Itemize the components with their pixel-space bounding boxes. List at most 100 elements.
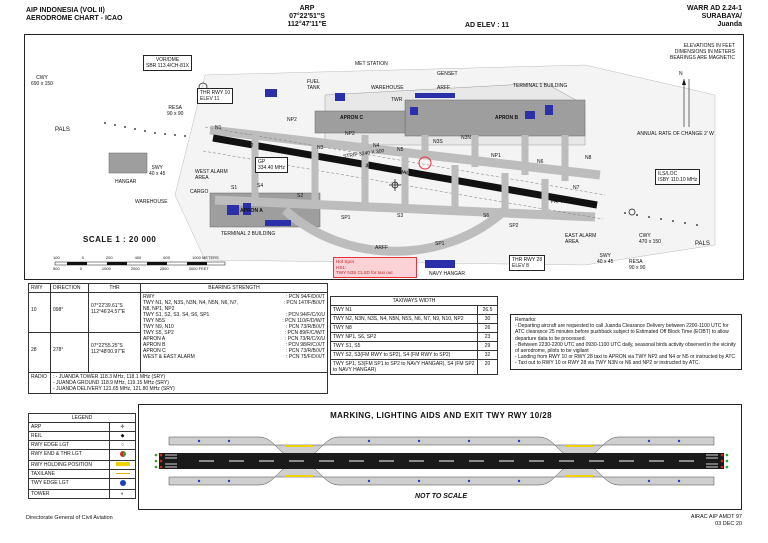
arp-title: ARP bbox=[299, 5, 315, 12]
rwy10-dir: 098° bbox=[50, 292, 89, 333]
twy-width: 30 bbox=[477, 314, 498, 324]
rwy28-thr: 07°22'55.25"S 112°48'00.97"E bbox=[88, 332, 141, 373]
legend-item: RWY EDGE LGT bbox=[28, 440, 110, 450]
twy-label-n3: N3 bbox=[317, 145, 324, 151]
remark-item: - Between 2230-2200 UTC and 0930-1100 UT… bbox=[515, 341, 736, 355]
ils-symbol bbox=[628, 208, 636, 216]
remarks-title: Remarks: bbox=[515, 317, 537, 323]
remarks-box: Remarks: - Departing aircraft are reques… bbox=[510, 314, 742, 370]
aip-title: AIP INDONESIA (VOL II) bbox=[26, 7, 105, 14]
twy-label-n5: N5 bbox=[397, 147, 404, 153]
apron-c-area bbox=[314, 110, 406, 134]
airport-name: Juanda bbox=[717, 21, 742, 28]
scale-text: SCALE 1 : 20 000 bbox=[83, 235, 157, 244]
rwy10: 10 bbox=[28, 292, 51, 333]
airac-label: AIRAC AIP AMDT 97 bbox=[690, 514, 742, 520]
warehouse-top-label: WAREHOUSE bbox=[371, 85, 404, 91]
arp-lon: 112°47'11"E bbox=[287, 21, 327, 28]
twy-label-s2: S2 bbox=[297, 193, 304, 199]
twy-width: 29 bbox=[477, 341, 498, 351]
twy-label-np2: NP2 bbox=[287, 117, 297, 123]
arp-legend-icon: ✛ bbox=[109, 422, 136, 432]
footer-left: Directorate General of Civil Aviation bbox=[26, 515, 113, 521]
pals-left: PALS bbox=[55, 127, 70, 133]
twy-width: 26.5 bbox=[477, 305, 498, 315]
twy-label-s6: S6 bbox=[483, 213, 490, 219]
twy-label-sp2: SP2 bbox=[509, 223, 519, 229]
remark-item: - Taxi out to RWY 10 or RWY 28 via TWY N… bbox=[515, 360, 700, 367]
thr-light-legend-icon bbox=[109, 449, 136, 461]
chart-title: AERODROME CHART - ICAO bbox=[26, 15, 123, 22]
twy-label-s1: S1 bbox=[231, 185, 238, 191]
papi-left: PAPI bbox=[261, 145, 273, 151]
twy-row: TWY S1, S5 bbox=[330, 341, 478, 351]
twy-row: TWY SP1, S3(FM SP1 to SP2 to NAVY HANGAR… bbox=[330, 359, 478, 375]
not-to-scale: NOT TO SCALE bbox=[415, 493, 467, 500]
hangar-label: HANGAR bbox=[115, 179, 137, 185]
legend-item: ARP bbox=[28, 422, 110, 432]
rwy10-thr: 07°22'39.61"S 112°46'24.57"E bbox=[88, 292, 141, 333]
annual-change: ANNUAL RATE OF CHANGE 2' W bbox=[637, 131, 714, 137]
legend-item: REIL bbox=[28, 431, 110, 441]
papi-right: PAPI bbox=[551, 199, 563, 205]
legend-item: RWY HOLDING POSITION bbox=[28, 460, 110, 470]
twy-np2 bbox=[209, 125, 601, 180]
twy-label-np2b: NP2 bbox=[345, 131, 355, 137]
twy-width: 32 bbox=[477, 350, 498, 360]
arp-symbol bbox=[389, 179, 401, 191]
twy-row: TWY S2, S3(FM RWY to SP2), S4 (FM RWY to… bbox=[330, 350, 478, 360]
twy-width: 26 bbox=[477, 323, 498, 333]
hangar-block bbox=[108, 152, 148, 174]
twy-label-n2: N2 bbox=[247, 143, 254, 149]
hot-spot-circle bbox=[418, 156, 432, 170]
holding-legend-icon bbox=[109, 460, 136, 470]
marking-drawing bbox=[154, 436, 729, 486]
apron-c-label: APRON C bbox=[340, 115, 364, 121]
header-left: AIP INDONESIA (VOL II) AERODROME CHART -… bbox=[26, 7, 122, 23]
twy-label-n7: N7 bbox=[573, 185, 580, 191]
radio-label: RADIO bbox=[28, 372, 51, 394]
approach-lights-left bbox=[104, 122, 186, 137]
pals-right: PALS bbox=[695, 241, 710, 247]
met-station-label: MET STATION bbox=[355, 61, 388, 67]
bearing-strength: RWY: PCN 94/F/D/X/T TWY N1, N2, N3S, N3N… bbox=[140, 292, 328, 373]
twy-label-n6: N6 bbox=[537, 159, 544, 165]
remark-item: - Landing from RWY 10 or RWY 28 taxi to … bbox=[515, 354, 735, 361]
twy-row: TWY N8 bbox=[330, 323, 478, 333]
terminal2-label: TERMINAL 2 BUILDING bbox=[221, 231, 276, 237]
twr-label: TWR bbox=[391, 97, 403, 103]
city: SURABAYA/ bbox=[701, 13, 742, 20]
tower-legend-icon: ◐ bbox=[109, 489, 136, 499]
header-right: WARR AD 2.24-1 SURABAYA/ Juanda bbox=[687, 5, 742, 29]
twy-label-sp1: SP1 bbox=[341, 215, 351, 221]
footer-right: AIRAC AIP AMDT 97 03 DEC 20 bbox=[691, 514, 742, 528]
twy-label-n3n: N3N bbox=[461, 135, 472, 141]
apron-a-label: APRON A bbox=[240, 208, 263, 214]
twy-width: 23 bbox=[477, 332, 498, 342]
taxiway-table-title: TAXIWAYS WIDTH bbox=[330, 296, 498, 306]
marking-title: MARKING, LIGHTING AIDS AND EXIT TWY RWY … bbox=[330, 411, 552, 420]
twy-row: TWY N2, N3N, N3S, N4, N5N, N5S, N6, N7, … bbox=[330, 314, 478, 324]
ad-elev: AD ELEV : 11 bbox=[465, 22, 509, 29]
twy-edge-legend-icon bbox=[109, 478, 136, 490]
twy-label-s3: S3 bbox=[397, 213, 404, 219]
twy-label-n1: N1 bbox=[215, 125, 222, 131]
marking-diagram: MARKING, LIGHTING AIDS AND EXIT TWY RWY … bbox=[138, 404, 742, 510]
genset-label: GENSET bbox=[437, 71, 458, 77]
legend-item: TWY EDGE LGT bbox=[28, 478, 110, 490]
